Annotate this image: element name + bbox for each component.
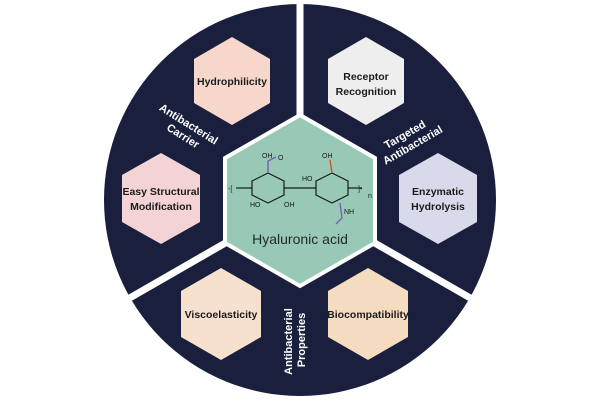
molecule-ho-right: HO [302,176,313,183]
hexagon-receptor-recognition: Receptor Recognition [328,37,404,125]
hexagon-shape [194,37,270,125]
molecule-o-top: O [278,155,284,162]
hexagon-label-line1: Viscoelasticity [185,309,258,321]
hexagon-label-line1: Biocompatibility [327,309,409,321]
center-hexagon-shape [223,112,377,289]
molecule-oh-bottom: OH [284,202,295,209]
hexagon-label-line1: Receptor [343,71,389,83]
sector-label-line2: Properties [296,313,308,367]
hexagon-easy-modification: Easy Structural Modification [122,153,200,244]
hexagon-biocompatibility: Biocompatibility [327,268,409,360]
molecule-bracket-left: -[ [228,186,232,193]
sector-label-line1: Antibacterial [283,308,295,375]
molecule-bracket-right: ]- [358,186,363,193]
hexagon-shape [328,268,408,360]
hexagon-label-line2: Recognition [336,86,397,98]
sector-label-antibacterial-properties: Antibacterial Properties [283,305,308,375]
hexagon-enzymatic-hydrolysis: Enzymatic Hydrolysis [399,153,477,244]
hexagon-label-line1: Enzymatic [412,186,464,198]
center-label: Hyaluronic acid [252,231,348,247]
hexagon-label-line1: Hydrophilicity [197,76,267,88]
hexagon-viscoelasticity: Viscoelasticity [181,268,261,360]
hexagon-hydrophilicity: Hydrophilicity [194,37,270,125]
acetamido-bond [339,202,343,219]
hexagon-label-line2: Modification [130,201,192,213]
hexagon-shape [122,153,200,244]
hydroxymethyl-bond [329,159,333,174]
center-hexagon: Hyaluronic acid [223,112,377,289]
molecule-oh-red: OH [322,153,333,160]
molecule-ho-left: HO [250,202,261,209]
molecule-nh: NH [344,209,354,216]
molecule-oh-top: OH [262,153,273,160]
hexagon-label-line1: Easy Structural [122,186,199,198]
hexagon-shape [181,268,261,360]
carboxyl-double-bond [267,156,277,162]
hexagon-label-line2: Hydrolysis [411,201,465,213]
hyaluronic-acid-structure: -[ ]- n OH O HO OH HO OH NH [228,153,372,225]
hexagon-shape [399,153,477,244]
acetamido-carbonyl [335,217,343,225]
molecule-subscript-n: n [368,193,372,200]
hexagon-shape [328,37,404,125]
